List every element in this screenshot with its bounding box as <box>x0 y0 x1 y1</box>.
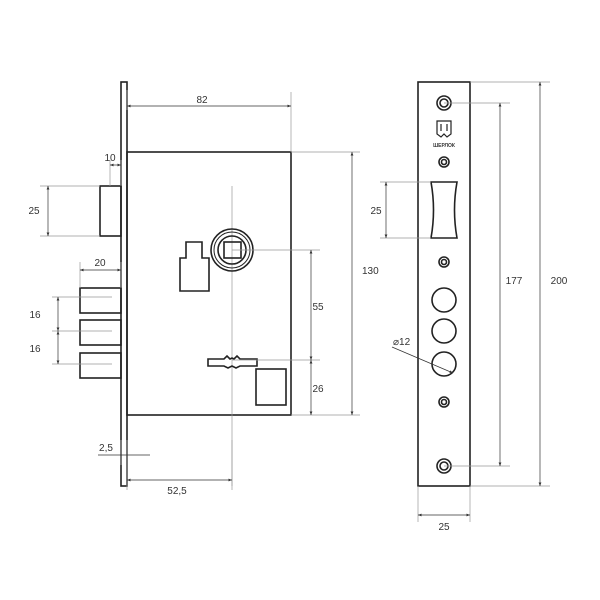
dim-20: 20 <box>94 258 106 269</box>
dim-52-5: 52,5 <box>167 486 187 497</box>
dim-2-5: 2,5 <box>99 443 113 454</box>
follower <box>179 241 210 292</box>
lock-body <box>126 151 292 416</box>
faceplate-front <box>417 81 471 487</box>
faceplate-side <box>120 81 128 487</box>
front-view: ШЕРЛОК 25 ⌀12 177 200 25 <box>370 81 568 533</box>
small-hole <box>438 256 450 268</box>
latch-slot <box>430 181 458 239</box>
dim-130: 130 <box>362 266 379 277</box>
latch-bolt <box>99 185 122 237</box>
logo-text: ШЕРЛОК <box>433 143 456 149</box>
dim-slot-25: 25 <box>370 206 382 217</box>
small-hole <box>438 156 450 168</box>
dim-55: 55 <box>312 302 324 313</box>
cylinder-block <box>255 368 287 406</box>
dim-16a: 16 <box>29 310 41 321</box>
side-view: 82 10 25 20 16 16 130 55 26 2,5 52,5 <box>28 81 379 497</box>
dead-bolt <box>79 287 122 314</box>
dim-82: 82 <box>196 95 208 106</box>
dim-200: 200 <box>551 276 568 287</box>
dim-177: 177 <box>506 276 523 287</box>
dim-10: 10 <box>104 153 116 164</box>
dim-diameter-12: ⌀12 <box>393 337 411 348</box>
dead-bolt <box>79 319 122 346</box>
keyhole <box>207 354 258 369</box>
small-hole <box>438 396 450 408</box>
dim-25: 25 <box>28 206 40 217</box>
bolt-hole <box>431 318 457 344</box>
bolt-hole <box>431 287 457 313</box>
dim-width-25: 25 <box>438 522 450 533</box>
dead-bolt <box>79 352 122 379</box>
dim-16b: 16 <box>29 344 41 355</box>
dim-26: 26 <box>312 384 324 395</box>
logo: ШЕРЛОК <box>433 120 456 149</box>
